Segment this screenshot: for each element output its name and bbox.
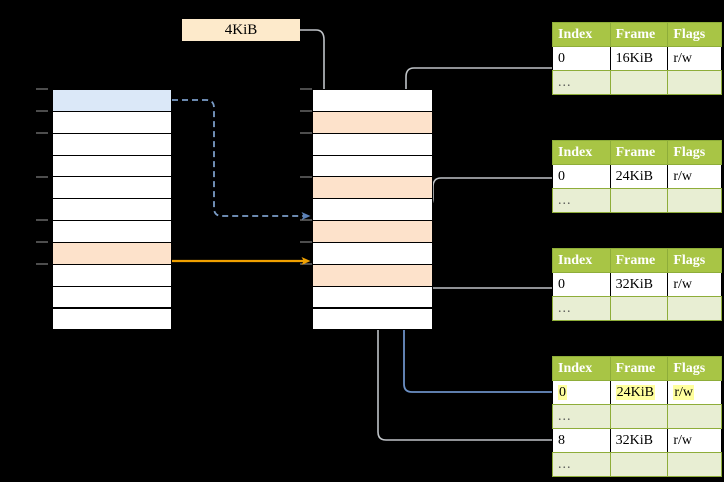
cell-flags: [667, 188, 722, 213]
column-header-index: Index: [552, 140, 611, 165]
cell-index: ...: [552, 404, 611, 429]
cell-frame: 32KiB: [609, 272, 669, 297]
cell-index: 0: [552, 46, 611, 71]
frame-page-row-7: [312, 241, 433, 265]
column-header-frame: Frame: [609, 140, 669, 165]
vaddr-page-row-0: [52, 89, 172, 112]
vaddr-page-row-3: [52, 154, 172, 178]
cell-frame: 16KiB: [609, 46, 669, 71]
table-row[interactable]: ...: [552, 452, 722, 477]
vaddr-page-row-9: [52, 285, 172, 309]
vaddr-page-row-10: [52, 307, 172, 331]
cell-flags: r/w: [667, 164, 722, 189]
cell-frame: [609, 452, 669, 477]
frame-page-row-0: [312, 89, 433, 112]
frame-page-row-3: [312, 154, 433, 178]
cell-frame: [609, 296, 669, 321]
cell-index: 0: [552, 272, 611, 297]
vaddr-page-row-4: [52, 176, 172, 200]
cell-index: ...: [552, 452, 611, 477]
cell-flags: [667, 70, 722, 95]
cell-frame: [609, 188, 669, 213]
vaddr-page-row-8: [52, 263, 172, 287]
column-header-flags: Flags: [667, 356, 722, 381]
vaddr-page-row-5: [52, 198, 172, 222]
cell-frame: 24KiB: [609, 380, 669, 405]
cell-index: ...: [552, 70, 611, 95]
frame-page-row-8: [312, 263, 433, 287]
cell-flags: r/w: [667, 380, 722, 405]
column-header-flags: Flags: [667, 22, 722, 47]
cell-index: ...: [552, 296, 611, 321]
vaddr-page-row-7: [52, 241, 172, 265]
frame-page-row-2: [312, 132, 433, 156]
column-header-flags: Flags: [667, 248, 722, 273]
frame-page-row-10: [312, 307, 433, 331]
cell-flags: [667, 404, 722, 429]
cell-frame: 32KiB: [609, 428, 669, 453]
column-header-frame: Frame: [609, 356, 669, 381]
vaddr-page-row-6: [52, 220, 172, 243]
middle-row-ticks: [300, 88, 312, 265]
cell-index: 0: [552, 380, 611, 405]
column-header-index: Index: [552, 248, 611, 273]
column-header-frame: Frame: [609, 22, 669, 47]
vaddr-page-row-1: [52, 110, 172, 134]
size-label-4kib: 4KiB: [182, 19, 300, 41]
vaddr-page-row-2: [52, 132, 172, 156]
cell-index: 8: [552, 428, 611, 453]
cell-frame: [609, 70, 669, 95]
cell-flags: [667, 296, 722, 321]
cell-flags: r/w: [667, 428, 722, 453]
column-header-index: Index: [552, 22, 611, 47]
column-header-flags: Flags: [667, 140, 722, 165]
wire-pt2-to-frame: [415, 177, 552, 224]
cell-flags: r/w: [667, 46, 722, 71]
column-header-index: Index: [552, 356, 611, 381]
cell-flags: [667, 452, 722, 477]
left-row-ticks: [36, 88, 48, 265]
frame-page-row-5: [312, 198, 433, 222]
cell-flags: r/w: [667, 272, 722, 297]
frame-page-row-6: [312, 220, 433, 243]
frame-page-row-4: [312, 176, 433, 200]
cell-index: 0: [552, 164, 611, 189]
table-row[interactable]: ...: [552, 296, 722, 321]
cell-frame: [609, 404, 669, 429]
table-row[interactable]: ...: [552, 188, 722, 213]
frame-page-row-9: [312, 285, 433, 309]
wire-vaddr-blue: [172, 99, 311, 220]
frame-page-row-1: [312, 110, 433, 134]
table-row[interactable]: ...: [552, 70, 722, 95]
column-header-frame: Frame: [609, 248, 669, 273]
cell-frame: 24KiB: [609, 164, 669, 189]
cell-index: ...: [552, 188, 611, 213]
table-row[interactable]: ...: [552, 404, 722, 429]
